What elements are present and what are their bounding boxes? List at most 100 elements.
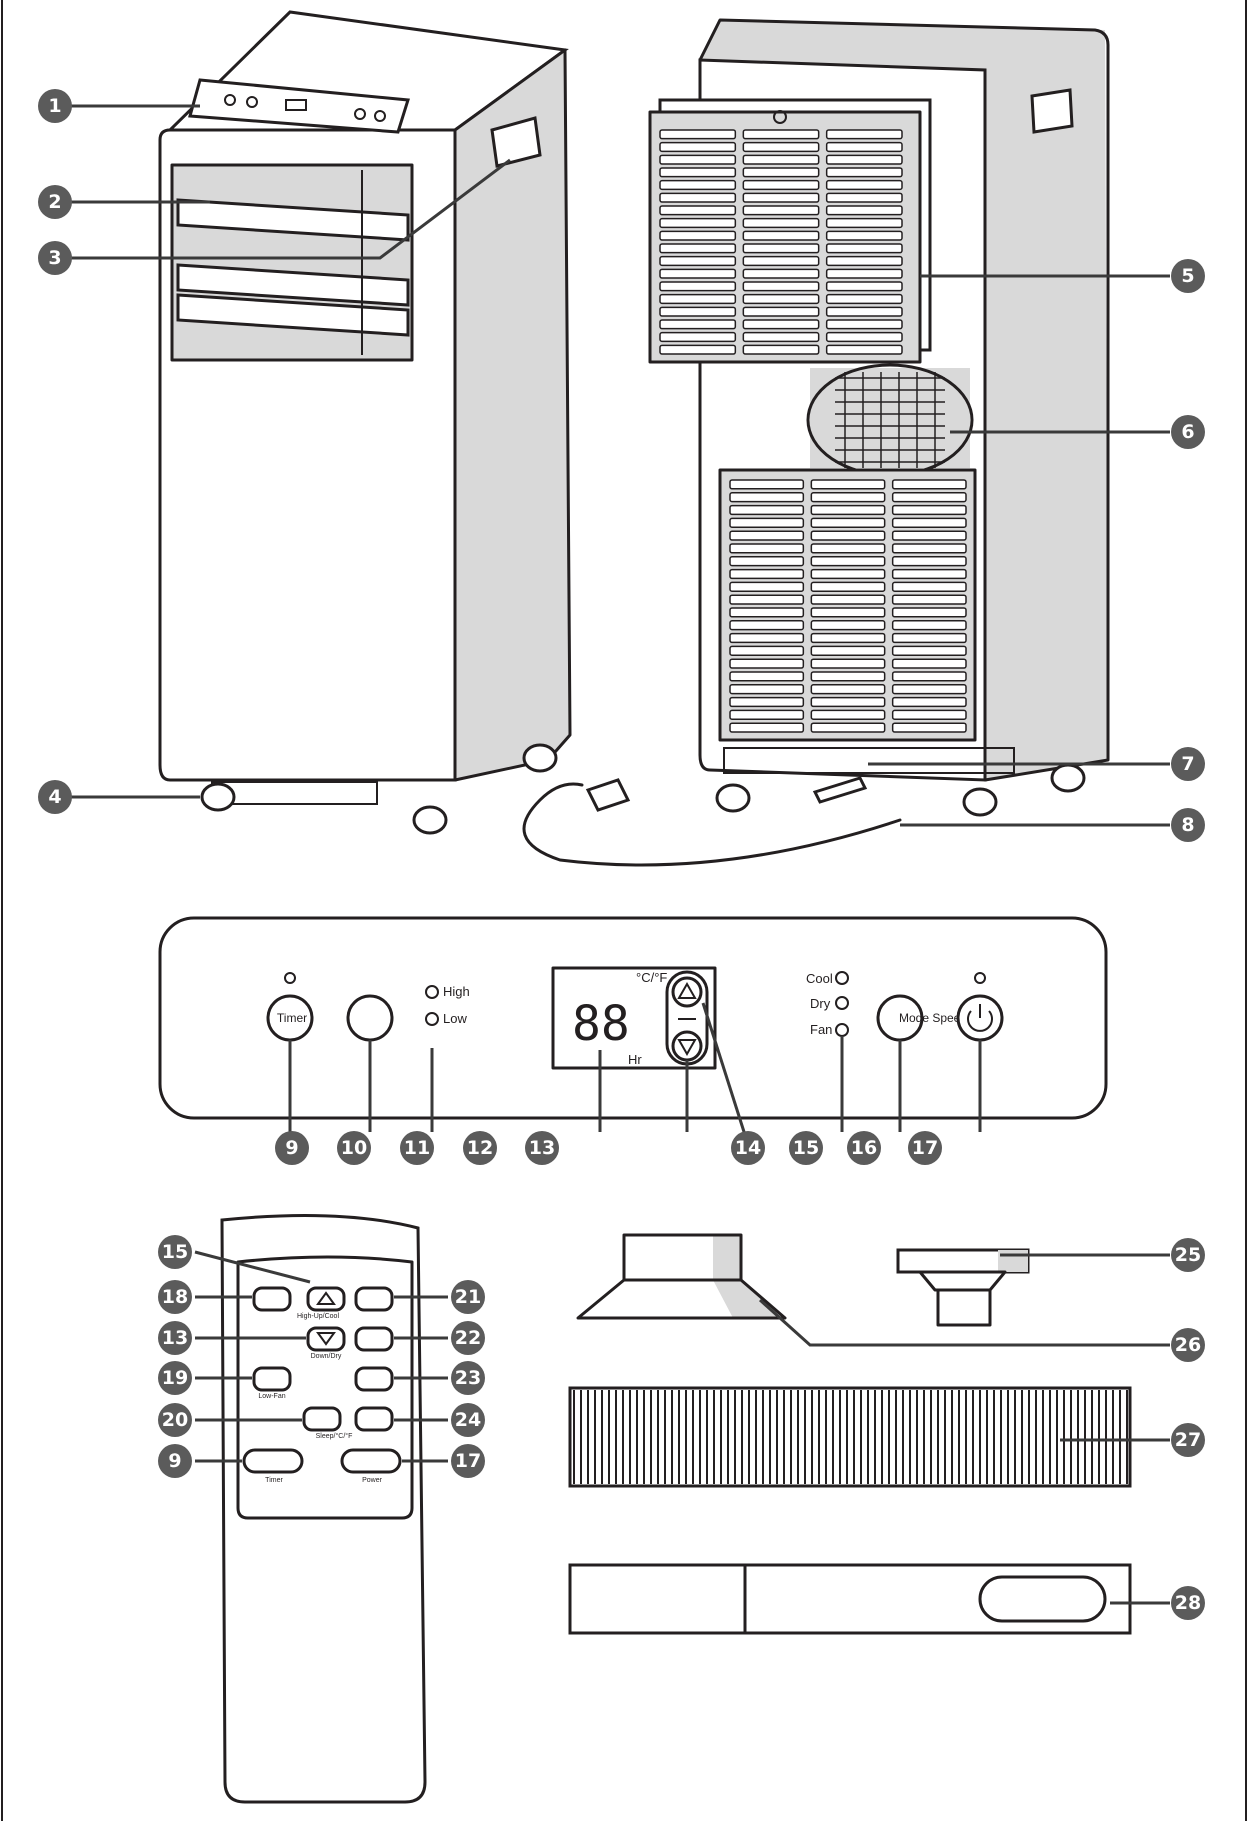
- svg-text:3: 3: [48, 247, 61, 269]
- svg-text:22: 22: [455, 1327, 481, 1349]
- upper-grille-slat: [659, 331, 737, 343]
- callout-17: 17: [908, 1131, 942, 1165]
- mode-speed-label: Mode Speed: [899, 1011, 967, 1025]
- svg-text:17: 17: [912, 1137, 938, 1159]
- callout-8: 8: [1171, 808, 1205, 842]
- upper-filter-grille: [659, 129, 903, 355]
- svg-text:20: 20: [162, 1409, 188, 1431]
- upper-grille-slat: [825, 281, 903, 292]
- remote-up-icon: [316, 1291, 336, 1305]
- timer-button-label: Timer: [277, 1011, 307, 1025]
- leader-remote-15: [194, 1250, 311, 1284]
- window-adapter-flare: [918, 1270, 1007, 1292]
- lower-grille-slat: [810, 722, 886, 733]
- power-cord: [522, 782, 902, 867]
- lower-grille-slat: [729, 517, 805, 528]
- upper-grille-slat: [825, 217, 903, 229]
- window-slider-opening: [978, 1575, 1107, 1623]
- front-control-strip: [188, 78, 410, 134]
- svg-text:24: 24: [455, 1409, 481, 1431]
- front-knob-2: [246, 96, 258, 108]
- cool-label: Cool: [806, 971, 833, 986]
- exhaust-hose: [568, 1386, 1132, 1488]
- remote-fan-button[interactable]: [354, 1366, 394, 1392]
- lower-grille-slat: [891, 632, 967, 644]
- remote-power-button[interactable]: [340, 1448, 402, 1474]
- callout-remote-15: 15: [158, 1235, 192, 1269]
- callout-22: 22: [451, 1321, 485, 1355]
- lower-grille-slat: [729, 492, 805, 503]
- lower-grille-slat: [810, 479, 886, 490]
- remote-label-high-up-cool: High-Up/Cool: [297, 1313, 339, 1320]
- upper-grille-slat: [742, 319, 820, 330]
- remote-down-icon: [316, 1332, 336, 1346]
- svg-text:2: 2: [48, 191, 61, 213]
- lower-grille-slat: [810, 684, 886, 695]
- svg-text:19: 19: [162, 1367, 188, 1389]
- callout-1: 1: [38, 89, 72, 123]
- upper-grille-slat: [659, 344, 737, 355]
- lower-grille-slat: [891, 684, 967, 695]
- unit-leaders: [70, 104, 1170, 827]
- upper-grille-slat: [825, 293, 903, 305]
- lower-grille-slat: [891, 658, 967, 669]
- exhaust-adapter-shade-top: [713, 1235, 741, 1280]
- lower-grille-slat: [891, 709, 967, 720]
- receiver-window: [346, 994, 394, 1042]
- lower-grille-slat: [891, 594, 967, 605]
- callout-3: 3: [38, 241, 72, 275]
- unit-label: °C/°F: [636, 970, 667, 985]
- display-digits: 88: [572, 996, 630, 1052]
- remote-swing-button[interactable]: [354, 1406, 394, 1432]
- remote-dry-button[interactable]: [354, 1326, 394, 1352]
- callout-19: 19: [158, 1361, 192, 1395]
- svg-text:26: 26: [1175, 1334, 1201, 1356]
- exhaust-hose-outline: [568, 1386, 1132, 1488]
- svg-text:18: 18: [162, 1286, 188, 1308]
- cool-led: [835, 971, 849, 985]
- upper-grille-slat: [825, 192, 903, 203]
- svg-text:16: 16: [851, 1137, 877, 1159]
- callout-remote-17: 17: [451, 1444, 485, 1478]
- dry-led: [835, 996, 849, 1010]
- remote-mode-button[interactable]: [354, 1286, 394, 1312]
- rear-wheel-3: [1050, 763, 1086, 793]
- low-led: [425, 1012, 439, 1026]
- upper-grille-slat: [825, 205, 903, 216]
- accessories: [568, 1233, 1170, 1635]
- window-slider: [568, 1563, 1132, 1635]
- upper-grille-slat: [825, 319, 903, 330]
- upper-grille-slat: [659, 243, 737, 254]
- lower-grille-slat: [729, 607, 805, 618]
- leader-14: [701, 1002, 747, 1136]
- callout-remote-9: 9: [158, 1444, 192, 1478]
- remote-timer-button[interactable]: [242, 1448, 304, 1474]
- lower-grille-slat: [729, 543, 805, 554]
- svg-text:8: 8: [1181, 814, 1194, 836]
- callout-badges: 1 2 3 4 5 6 7 8 9 10 11 12 13 14 15 16 1…: [38, 89, 1205, 1620]
- callout-16: 16: [847, 1131, 881, 1165]
- upper-grille-slat: [742, 293, 820, 305]
- remote-sleep-button[interactable]: [302, 1406, 342, 1432]
- remote-down-button[interactable]: [306, 1326, 346, 1352]
- upper-grille-slat: [742, 141, 820, 153]
- front-unit-side: [453, 48, 572, 782]
- remote-high-up-cool-button[interactable]: [252, 1286, 292, 1312]
- lower-grille-slat: [729, 632, 805, 644]
- lower-intake-grille: [729, 479, 967, 733]
- upper-grille-slat: [825, 255, 903, 267]
- callout-5: 5: [1171, 259, 1205, 293]
- control-panel: Timer High Low °C/°F 88 Hr Cool Dry Fan …: [158, 916, 1108, 1136]
- upper-grille-slat: [742, 179, 820, 191]
- upper-grille-slat: [659, 167, 737, 178]
- svg-text:13: 13: [529, 1137, 555, 1159]
- upper-grille-slat: [659, 293, 737, 305]
- lower-grille-slat: [729, 684, 805, 695]
- power-indicator: [974, 972, 986, 984]
- upper-grille-slat: [659, 141, 737, 153]
- high-label: High: [443, 984, 470, 999]
- leader-3: [70, 158, 511, 260]
- front-wheel-3: [522, 743, 558, 773]
- remote-low-fan-button[interactable]: [252, 1366, 292, 1392]
